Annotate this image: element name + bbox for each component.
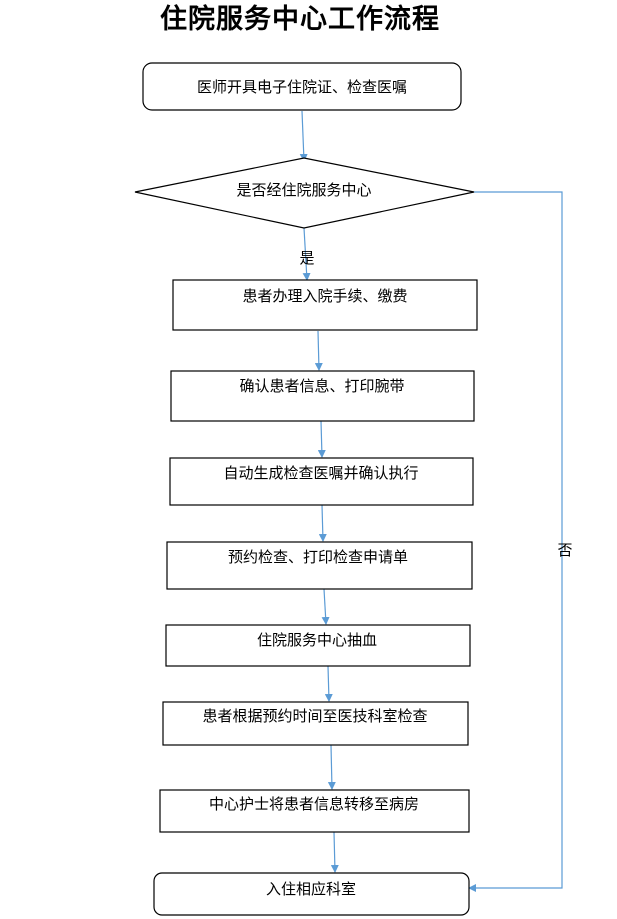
start-node (142, 62, 462, 111)
start-node-label: 医师开具电子住院证、检查医嘱 (197, 78, 407, 96)
step-node (159, 789, 470, 833)
connectors (299, 110, 563, 892)
connector-step-2-3 (317, 420, 326, 458)
decision-node-label: 是否经住院服务中心 (236, 181, 371, 199)
connector-step-1-2 (314, 330, 323, 371)
end-node-label: 入住相应科室 (266, 880, 356, 898)
step-node (162, 701, 469, 746)
step-node (169, 457, 474, 506)
connector-decision-yes (302, 227, 311, 281)
connector-step-3-4 (318, 504, 327, 542)
connector-step-7-end (330, 831, 339, 873)
step-label: 预约检查、打印检查申请单 (228, 548, 408, 566)
step-label: 自动生成检查医嘱并确认执行 (223, 464, 418, 482)
step-node (165, 624, 471, 667)
connector-start-to-decision (299, 110, 308, 162)
connector-step-4-5 (321, 588, 330, 625)
connector-decision-no (468, 191, 563, 892)
step-label: 住院服务中心抽血 (257, 631, 377, 649)
step-label: 患者办理入院手续、缴费 (242, 287, 407, 305)
step-label: 确认患者信息、打印腕带 (239, 377, 404, 395)
page-title: 住院服务中心工作流程 (160, 4, 440, 35)
step-label: 患者根据预约时间至医技科室检查 (202, 707, 427, 725)
connector-step-5-6 (324, 665, 333, 702)
no-label: 否 (557, 541, 572, 559)
step-node (166, 541, 473, 590)
yes-label: 是 (299, 249, 314, 267)
step-node (170, 370, 475, 422)
connector-step-6-7 (327, 744, 336, 790)
step-node (172, 279, 478, 331)
step-label: 中心护士将患者信息转移至病房 (209, 795, 419, 813)
end-node (153, 872, 470, 916)
decision-node (134, 157, 475, 229)
